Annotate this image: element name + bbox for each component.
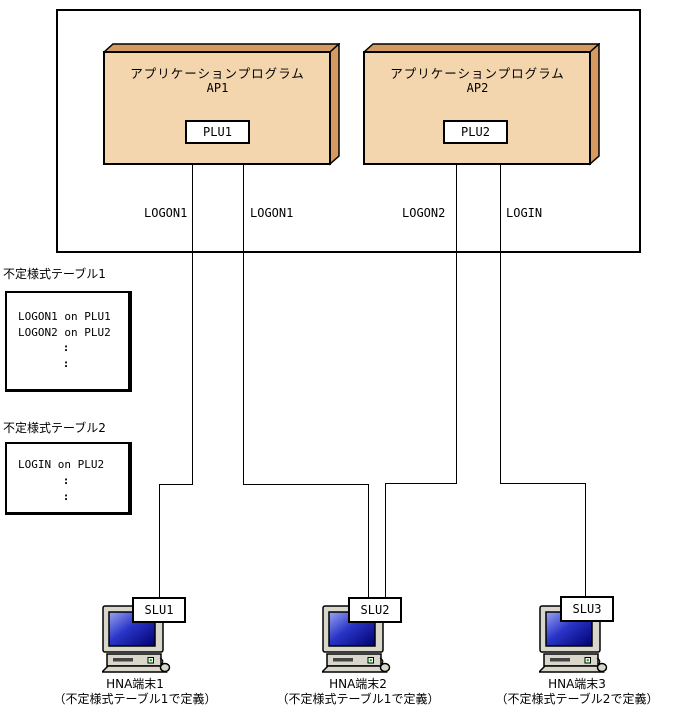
table1-row: LOGON2 on PLU2 (18, 325, 111, 339)
line-logon1b-vertical (243, 148, 244, 485)
table2-box: LOGIN on PLU2 : : (5, 442, 132, 515)
table2-ellipsis: : (62, 473, 70, 487)
terminal3-name: HNA端末3 (548, 677, 606, 691)
terminal2-note: （不定様式テーブル1で定義） (276, 692, 440, 706)
table2-label: 不定様式テーブル2 (3, 421, 106, 435)
line-logon1a-jog (159, 484, 193, 485)
ap2-name: AP2 (466, 81, 489, 95)
table1-row: LOGON1 on PLU1 (18, 310, 111, 323)
ap-box-3d-shape (363, 43, 600, 166)
table2-ellipsis: : (62, 489, 70, 503)
connection-label-login: LOGIN (506, 206, 543, 220)
line-logon1a-vertical (192, 148, 193, 485)
connection-label-logon1b: LOGON1 (250, 206, 294, 220)
terminal1-note: （不定様式テーブル1で定義） (53, 692, 217, 706)
slu3-box: SLU3 (560, 596, 614, 622)
ap-box-ap1: アプリケーションプログラム AP1 (103, 43, 340, 167)
terminal2-name: HNA端末2 (329, 677, 387, 691)
table1-label: 不定様式テーブル1 (3, 267, 106, 281)
computer-terminal-icon (100, 601, 172, 673)
connection-label-logon2: LOGON2 (402, 206, 446, 220)
connection-label-logon1a: LOGON1 (144, 206, 188, 220)
slu2-box: SLU2 (348, 597, 402, 623)
line-login-vertical (500, 148, 501, 484)
table1-ellipsis: : (62, 341, 70, 354)
terminal3-note: （不定様式テーブル2で定義） (495, 692, 659, 706)
table1-ellipsis: : (62, 357, 70, 370)
table2-row: LOGIN on PLU2 (18, 458, 105, 471)
line-logon1b-drop (368, 484, 369, 597)
line-logon1a-drop (159, 484, 160, 597)
slu1-box: SLU1 (132, 597, 186, 623)
ap1-title: アプリケーションプログラム (130, 66, 305, 81)
ap2-title: アプリケーションプログラム (390, 66, 565, 81)
plu1-box: PLU1 (185, 120, 250, 144)
line-login-jog (500, 483, 586, 484)
terminal1-name: HNA端末1 (106, 677, 164, 691)
line-logon2-vertical (456, 148, 457, 484)
line-login-drop (585, 483, 586, 597)
line-logon2-jog (385, 483, 457, 484)
table1-box: LOGON1 on PLU1 LOGON2 on PLU2 : : (5, 291, 132, 392)
ap1-name: AP1 (206, 81, 229, 95)
ap-box-ap2: アプリケーションプログラム AP2 (363, 43, 600, 167)
ap-box-3d-shape (103, 43, 340, 166)
plu2-box: PLU2 (443, 120, 508, 144)
line-logon2-drop (385, 483, 386, 597)
line-logon1b-jog (243, 484, 369, 485)
